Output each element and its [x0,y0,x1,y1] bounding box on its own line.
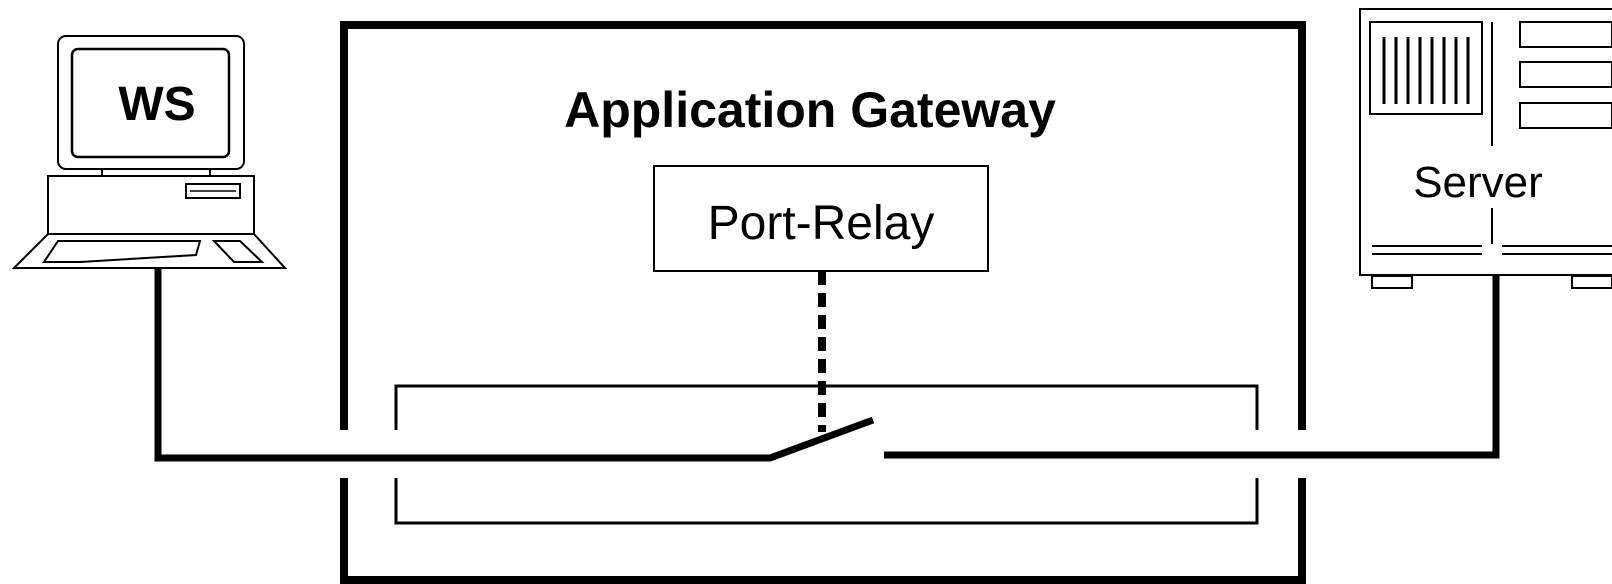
server-label: Server [1413,158,1543,207]
workstation-label: WS [118,78,195,131]
gateway-title: Application Gateway [564,82,1056,138]
server-cable [884,274,1500,459]
ws-cable [154,268,875,462]
server-icon [1359,8,1612,289]
inner-channel [394,384,1259,525]
gateway-frame [340,21,1306,584]
port-relay-label: Port-Relay [708,197,935,250]
workstation-icon [11,35,288,269]
port-relay-box [653,165,989,272]
